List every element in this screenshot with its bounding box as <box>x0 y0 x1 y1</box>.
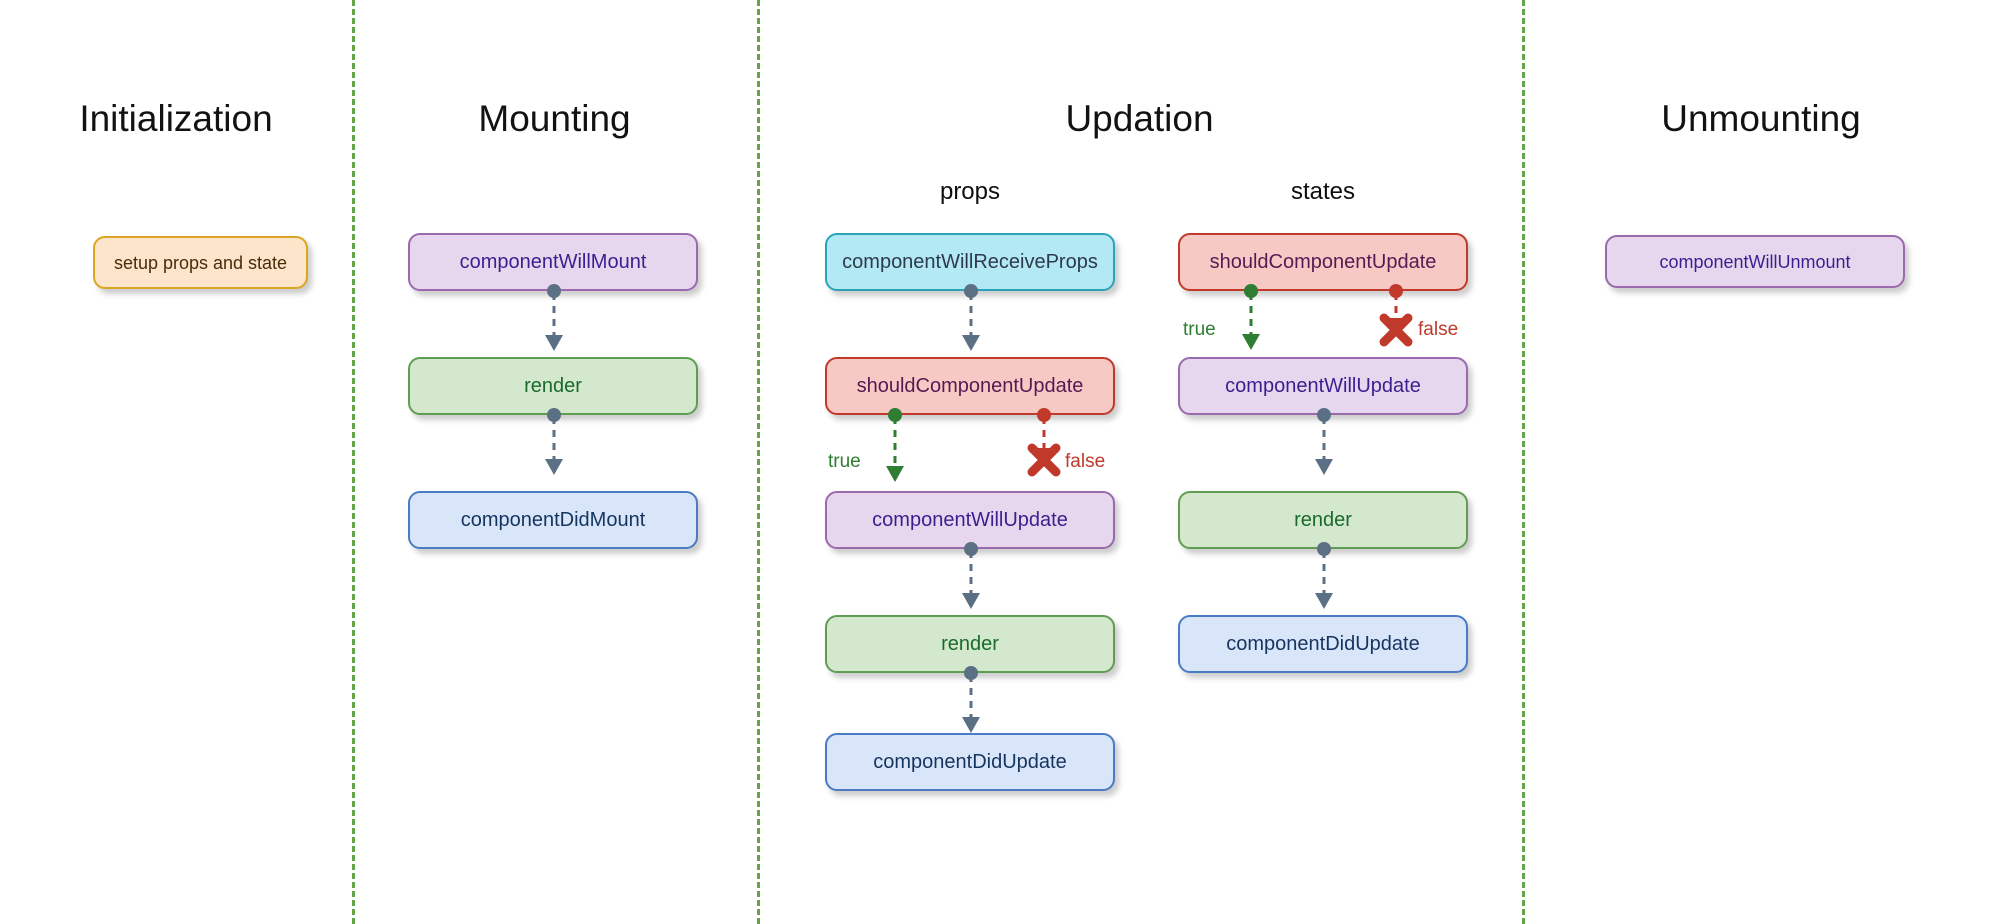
section-title-updation: Updation <box>1065 98 1214 139</box>
subsection-title-props: props <box>939 178 1001 205</box>
node-component-will-receive-props[interactable]: componentWillReceiveProps <box>825 233 1115 291</box>
connector-should-update-states-false <box>1379 284 1413 347</box>
branch-label-true-props: true <box>828 451 861 472</box>
node-should-component-update-states[interactable]: shouldComponentUpdate <box>1178 233 1468 291</box>
node-component-will-update-props[interactable]: componentWillUpdate <box>825 491 1115 549</box>
connector-will-update-props-to-render <box>962 542 980 609</box>
node-render-states[interactable]: render <box>1178 491 1468 549</box>
node-should-component-update-props[interactable]: shouldComponentUpdate <box>825 357 1115 415</box>
node-component-will-mount[interactable]: componentWillMount <box>408 233 698 291</box>
connector-will-update-states-to-render <box>1315 408 1333 475</box>
x-mark-icon <box>1027 443 1061 477</box>
branch-label-false-states: false <box>1418 319 1459 340</box>
node-component-did-update-states[interactable]: componentDidUpdate <box>1178 615 1468 673</box>
node-component-did-update-props[interactable]: componentDidUpdate <box>825 733 1115 791</box>
connector-should-update-props-true <box>886 408 904 482</box>
connector-render-to-did-mount <box>545 408 563 475</box>
branch-label-true-states: true <box>1183 319 1216 340</box>
connector-should-update-states-true <box>1242 284 1260 350</box>
divider-initialization-mounting <box>352 0 355 924</box>
node-component-will-unmount[interactable]: componentWillUnmount <box>1605 235 1905 288</box>
node-setup-props-and-state[interactable]: setup props and state <box>93 236 308 289</box>
section-title-unmounting: Unmounting <box>1661 98 1861 139</box>
connector-render-props-to-did-update <box>962 666 980 733</box>
node-component-will-update-states[interactable]: componentWillUpdate <box>1178 357 1468 415</box>
subsection-title-states: states <box>1290 178 1356 205</box>
branch-label-false-props: false <box>1065 451 1106 472</box>
section-title-initialization: Initialization <box>79 98 273 139</box>
divider-mounting-updation <box>757 0 760 924</box>
node-component-did-mount[interactable]: componentDidMount <box>408 491 698 549</box>
divider-updation-unmounting <box>1522 0 1525 924</box>
section-title-mounting: Mounting <box>478 98 631 139</box>
node-render-props[interactable]: render <box>825 615 1115 673</box>
connector-should-update-props-false <box>1027 408 1061 477</box>
connector-receive-props-to-should-update <box>962 284 980 351</box>
connector-render-states-to-did-update <box>1315 542 1333 609</box>
connector-will-mount-to-render <box>545 284 563 351</box>
node-render-mounting[interactable]: render <box>408 357 698 415</box>
x-mark-icon <box>1379 313 1413 347</box>
